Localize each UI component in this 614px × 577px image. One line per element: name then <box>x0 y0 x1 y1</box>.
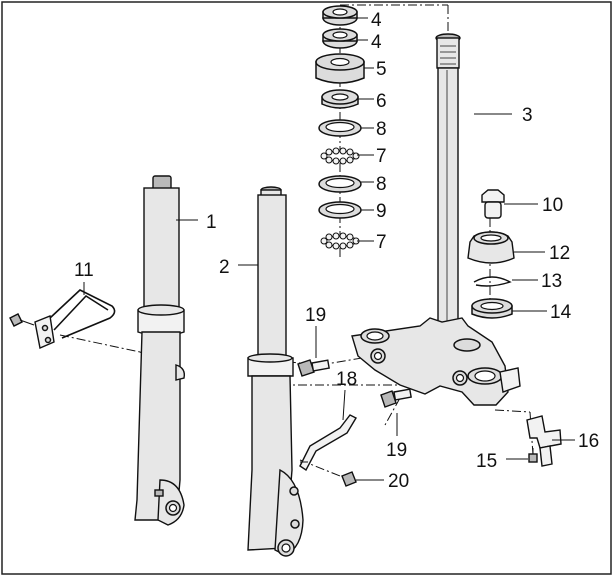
callout-5: 5 <box>376 59 387 80</box>
callout-3: 3 <box>522 105 533 126</box>
bolt-15 <box>528 448 538 463</box>
bolt-20 <box>341 471 357 487</box>
callout-19-lower: 19 <box>386 440 407 461</box>
callout-leaders <box>83 17 575 481</box>
callout-2: 2 <box>219 257 230 278</box>
bracket-18 <box>299 414 357 472</box>
callout-18: 18 <box>336 369 357 390</box>
callout-1: 1 <box>206 212 217 233</box>
callout-13: 13 <box>541 271 562 292</box>
bracket-11 <box>9 289 116 349</box>
callout-20: 20 <box>388 471 409 492</box>
callout-4-second: 4 <box>371 32 382 53</box>
callout-15: 15 <box>476 451 497 472</box>
callout-labels: 1 2 3 4 4 5 6 8 7 8 9 7 10 11 12 13 14 1… <box>74 10 599 492</box>
head-bearing-stack <box>315 5 365 250</box>
fork-leg-left <box>134 175 186 526</box>
callout-11: 11 <box>74 260 94 281</box>
callout-12: 12 <box>549 243 570 264</box>
callout-19-upper: 19 <box>305 305 326 326</box>
callout-8-lower: 8 <box>376 174 387 195</box>
bolt-19-upper <box>297 359 330 377</box>
callout-4-top: 4 <box>371 10 382 31</box>
callout-9: 9 <box>376 201 387 222</box>
callout-7-lower: 7 <box>376 232 387 253</box>
fork-leg-right <box>247 186 304 557</box>
triple-clamp <box>351 317 521 406</box>
callout-14: 14 <box>550 302 572 323</box>
steering-stem <box>435 33 461 339</box>
callout-8-upper: 8 <box>376 119 387 140</box>
bolt-19-lower <box>380 388 412 408</box>
callout-6: 6 <box>376 91 387 112</box>
assembly-lines <box>59 4 534 479</box>
callout-7-upper: 7 <box>376 146 387 167</box>
callout-16: 16 <box>578 431 599 452</box>
callout-10: 10 <box>542 195 563 216</box>
lower-stem-parts <box>467 189 515 319</box>
